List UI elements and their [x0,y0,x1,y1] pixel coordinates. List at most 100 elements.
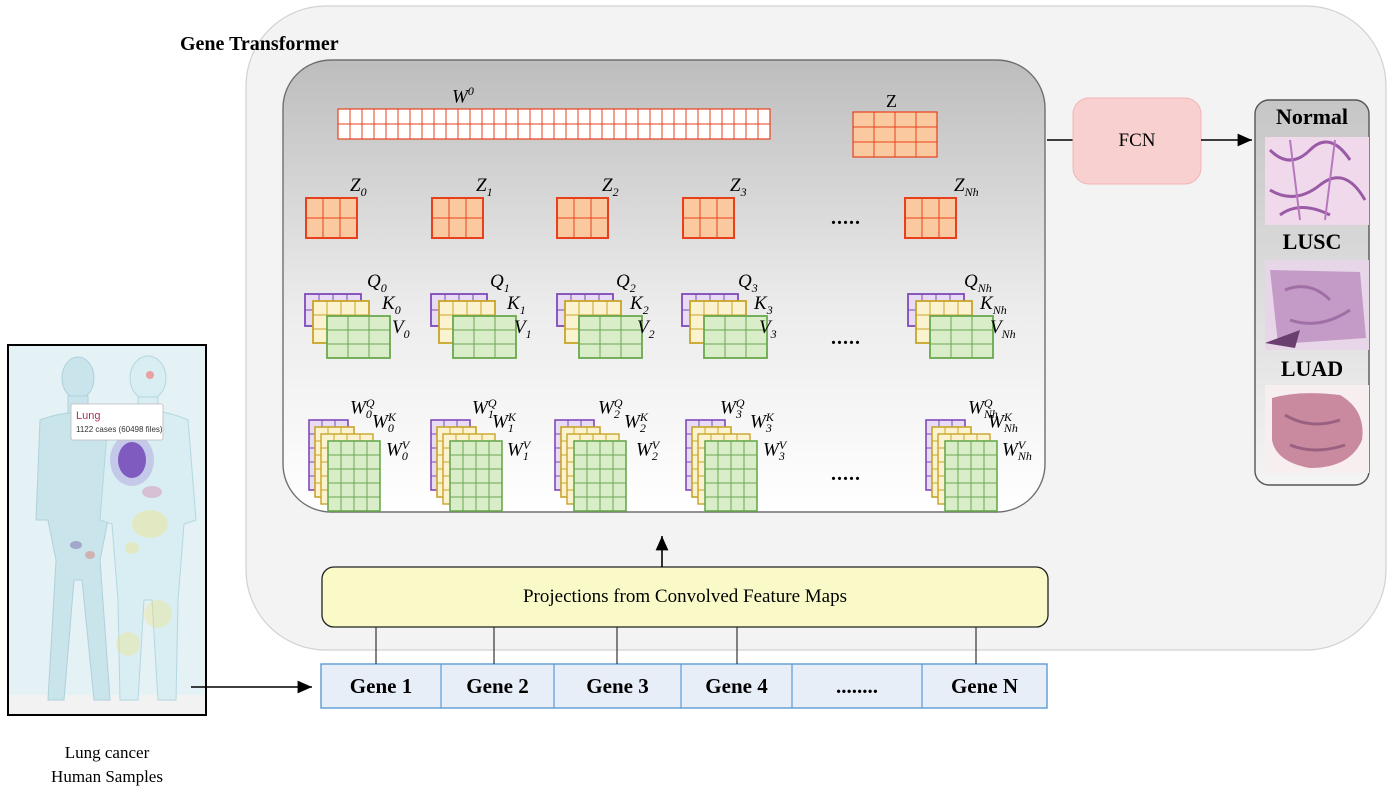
z-label: Z [886,91,897,111]
v-label-3: V3 [759,317,777,341]
organ-prostate [85,551,95,559]
gene-row-dividers [440,664,923,708]
attention-matrices [304,108,998,512]
gene-row-frame [320,663,1048,709]
weights-label: W0 [452,85,474,106]
projection-box [321,566,1049,628]
tooltip-box [70,403,164,441]
gene-cell-1: Gene 1 [349,673,413,698]
z-head-label-0: Z0 [350,175,367,199]
caption-line-2: Human Samples [51,767,163,786]
class-lusc-label: LUSC [1282,229,1342,254]
sample-caption: Lung cancer Human Samples [8,741,206,789]
fcn-box [1072,97,1202,185]
lung-highlight [118,442,146,478]
lung-glow [110,434,154,486]
tooltip-detail: 1122 cases (60498 files) [76,425,163,434]
ellipsis-w: ..... [831,463,861,485]
z-head-label-4: ZNh [954,175,979,199]
attention-panel [282,59,1046,513]
v-label-2: V2 [637,317,655,341]
projection-label: Projections from Convolved Feature Maps [522,586,847,607]
diagram-title: Gene Transformer [180,33,339,55]
v-matrix-3 [703,315,768,359]
caption-line-1: Lung cancer [64,743,150,762]
q-label-3: Q3 [738,271,758,295]
gene-connectors [375,627,977,664]
gene-cell-ellipsis: ........ [836,673,878,698]
organ-ovary [125,542,139,554]
z-head-matrix-1 [431,197,484,239]
wv-matrix-3 [704,440,758,512]
v-matrix-1 [452,315,517,359]
q-label-2: Q2 [616,271,636,295]
v-matrix-0 [326,315,391,359]
ellipsis-qkv: ..... [831,327,861,349]
weights-matrix [337,108,771,140]
organ-knee-right [116,632,140,656]
z-head-label-2: Z2 [602,175,619,199]
wv-matrix-0 [327,440,381,512]
v-label-4: VNh [990,317,1016,341]
z-head-matrix-3 [682,197,735,239]
v-label-0: V0 [392,317,410,341]
z-head-matrix-0 [305,197,358,239]
organ-intestine [132,510,168,538]
k-label-4: KNh [980,293,1007,317]
z-output-matrix [852,111,938,158]
k-label-0: K0 [382,293,401,317]
wv-matrix-2 [573,440,627,512]
k-label-2: K2 [630,293,649,317]
organ-liver [142,486,162,498]
tissue-normal [1265,137,1369,225]
z-head-label-3: Z3 [730,175,747,199]
fcn-label: FCN [1118,130,1156,151]
z-head-label-1: Z1 [476,175,493,199]
ellipsis-z: ..... [831,207,861,229]
brain-dot [146,371,154,379]
weights-sup: 0 [467,84,474,98]
class-normal-label: Normal [1275,104,1349,129]
k-label-1: K1 [507,293,526,317]
q-label-0: Q0 [367,271,387,295]
gene-cell-3: Gene 3 [586,673,649,698]
q-label-1: Q1 [490,271,510,295]
wv-matrix-1 [449,440,503,512]
weights-letter: W [452,86,468,108]
z-head-matrix-2 [556,197,609,239]
organ-knee-left [144,600,172,628]
k-label-3: K3 [754,293,773,317]
class-luad-label: LUAD [1280,356,1344,381]
tissue-luad [1265,385,1369,473]
male-silhouette [35,356,121,701]
v-matrix-2 [578,315,643,359]
female-silhouette [99,355,197,701]
gene-cell-4: Gene 4 [705,673,768,698]
wv-matrix-4 [944,440,998,512]
v-label-1: V1 [514,317,532,341]
tooltip-title: Lung [76,410,101,422]
gene-cell-2: Gene 2 [466,673,529,698]
gene-cell-n: Gene N [950,673,1019,698]
v-matrix-4 [929,315,994,359]
z-head-matrix-4 [904,197,957,239]
q-label-4: QNh [964,271,992,295]
tissue-lusc [1265,260,1369,350]
